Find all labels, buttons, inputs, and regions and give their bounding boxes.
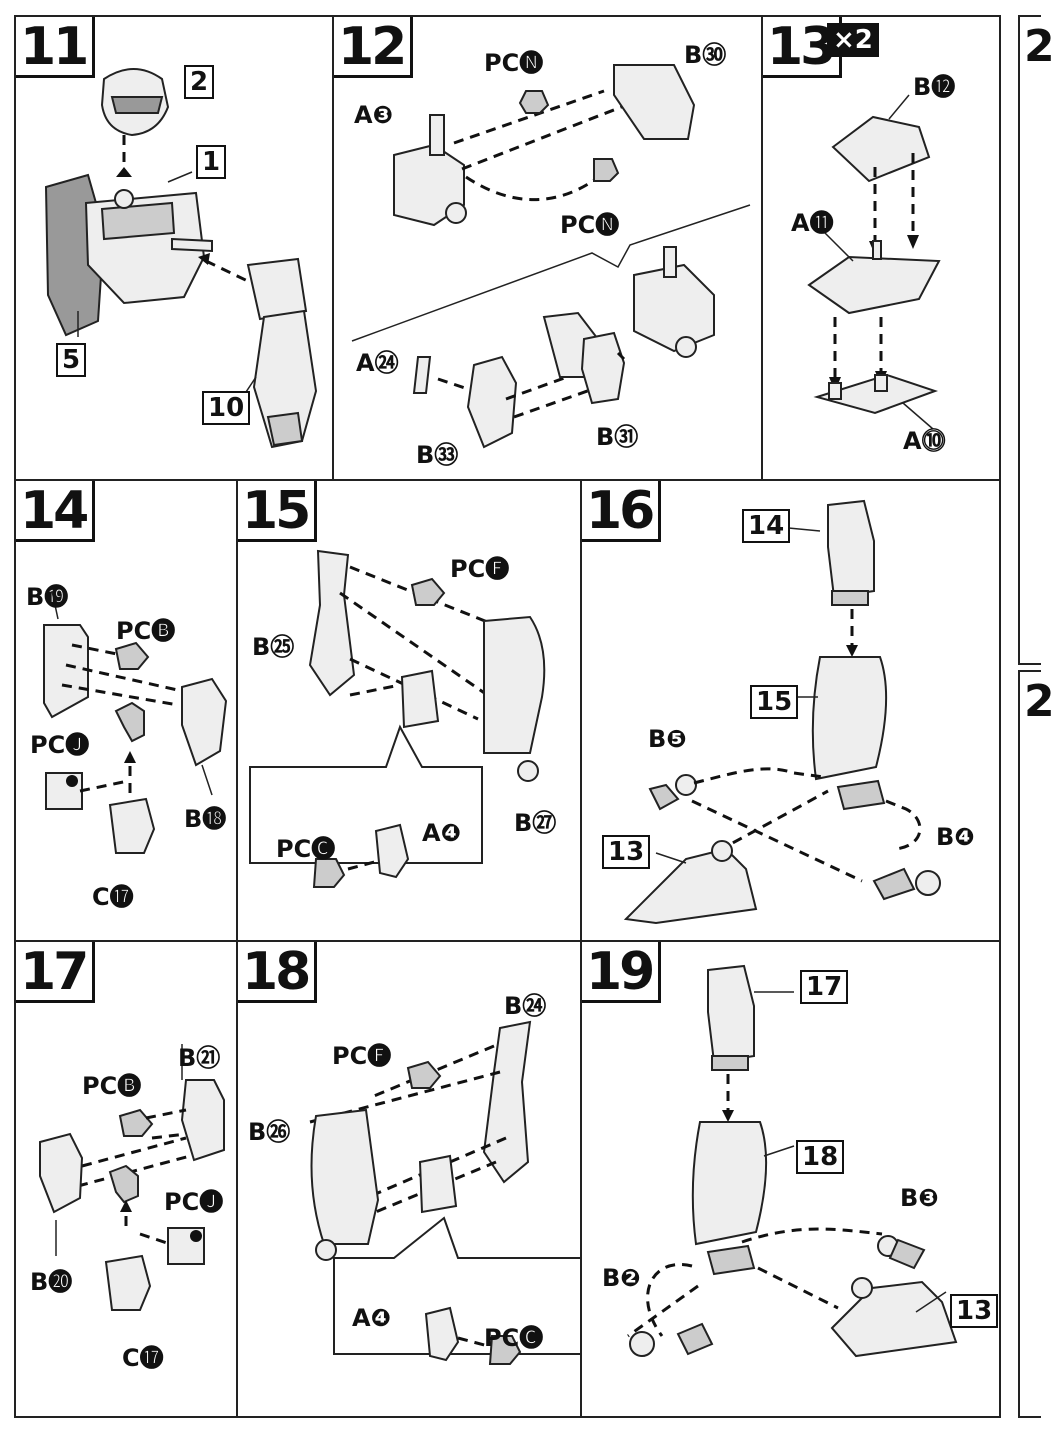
part-label: PC🅑 <box>82 1072 142 1100</box>
leg-joining-illustration <box>627 964 958 1358</box>
part-label: B❷ <box>602 1264 641 1292</box>
part-label: C⓱ <box>122 1344 164 1372</box>
lower-leg-assembly-illustration <box>309 1020 585 1365</box>
part-tag: 15 <box>750 685 799 719</box>
part-label: C⓱ <box>92 883 134 911</box>
leg-joining-illustration <box>623 499 941 925</box>
shoulder-assembly-illustration <box>351 64 751 449</box>
step-number-partial: 2 <box>1024 676 1055 727</box>
lower-leg-assembly-illustration <box>249 549 546 888</box>
part-label: B㉚ <box>684 41 727 69</box>
upper-leg-assembly-illustration <box>39 1044 225 1311</box>
next-page-panel-edge: 2 <box>1018 670 1055 1418</box>
part-label: PC🅝 <box>560 211 620 239</box>
part-label: PC🅕 <box>450 555 510 583</box>
part-label: B㉑ <box>178 1044 221 1072</box>
part-label: A❹ <box>352 1304 391 1332</box>
step-number-partial: 2 <box>1024 21 1055 72</box>
step-number: 19 <box>582 942 662 1003</box>
part-label: B❸ <box>900 1184 939 1212</box>
step-number: 18 <box>238 942 318 1003</box>
step-number: 14 <box>16 481 96 542</box>
foot-assembly-illustration <box>807 94 941 430</box>
step-14-panel: 14 B⓳ PC🅑 PC🅙 B⓲ C⓱ <box>14 479 238 942</box>
part-label: B㉕ <box>252 633 295 661</box>
part-label: B㉗ <box>514 809 557 837</box>
part-tag: 18 <box>796 1140 845 1174</box>
step-number: 16 <box>582 481 662 542</box>
part-label: B⓲ <box>184 805 227 833</box>
step-11-panel: 11 2 1 5 10 <box>14 15 334 481</box>
torso-assembly-illustration <box>44 68 318 449</box>
upper-leg-assembly-illustration <box>43 590 228 854</box>
next-page-panel-edge: 2 <box>1018 15 1055 665</box>
step-16-panel: 16 14 15 B❺ 13 B❹ <box>580 479 1001 942</box>
part-tag: 10 <box>202 391 251 425</box>
part-tag: 17 <box>800 970 849 1004</box>
part-label: PC🅒 <box>484 1324 544 1352</box>
part-label: B⓴ <box>30 1268 73 1296</box>
step-15-panel: 15 PC🅕 B㉕ B㉗ PC🅒 A❹ <box>236 479 582 942</box>
part-tag: 13 <box>602 835 651 869</box>
part-label: B㉝ <box>416 441 459 469</box>
step-18-panel: 18 B㉔ PC🅕 B㉖ A❹ PC🅒 <box>236 940 585 1418</box>
part-label: A㉔ <box>356 349 399 377</box>
quantity-badge: ×2 <box>827 23 879 57</box>
part-label: PC🅝 <box>484 49 544 77</box>
part-label: B❺ <box>648 725 687 753</box>
part-tag: 1 <box>196 145 227 179</box>
part-label: PC🅙 <box>164 1188 224 1216</box>
part-label: PC🅙 <box>30 731 90 759</box>
step-number: 15 <box>238 481 318 542</box>
step-number: 12 <box>334 17 414 78</box>
part-label: B❹ <box>936 823 975 851</box>
part-label: A❸ <box>354 101 393 129</box>
part-label: B⓬ <box>913 73 956 101</box>
part-label: A❹ <box>422 819 461 847</box>
part-label: B㉔ <box>504 992 547 1020</box>
part-label: PC🅑 <box>116 617 176 645</box>
step-number: 17 <box>16 942 96 1003</box>
part-label: B㉛ <box>596 423 639 451</box>
part-label: PC🅒 <box>276 835 336 863</box>
part-tag: 13 <box>950 1294 999 1328</box>
step-12-panel: 12 A❸ PC🅝 B㉚ PC🅝 A㉔ B㉝ B㉛ <box>332 15 763 481</box>
part-tag: 14 <box>742 509 791 543</box>
part-label: A⓫ <box>791 209 834 237</box>
step-13-panel: 13 ×2 B⓬ A⓫ A⓾ <box>761 15 1001 481</box>
part-label: PC🅕 <box>332 1042 392 1070</box>
part-label: B㉖ <box>248 1118 291 1146</box>
step-19-panel: 19 17 18 B❸ B❷ 13 <box>580 940 1001 1418</box>
part-tag: 2 <box>184 65 215 99</box>
step-17-panel: 17 B㉑ PC🅑 PC🅙 B⓴ C⓱ <box>14 940 238 1418</box>
part-label: A⓾ <box>903 427 946 455</box>
part-label: B⓳ <box>26 583 69 611</box>
part-tag: 5 <box>56 343 87 377</box>
step-number: 11 <box>16 17 96 78</box>
